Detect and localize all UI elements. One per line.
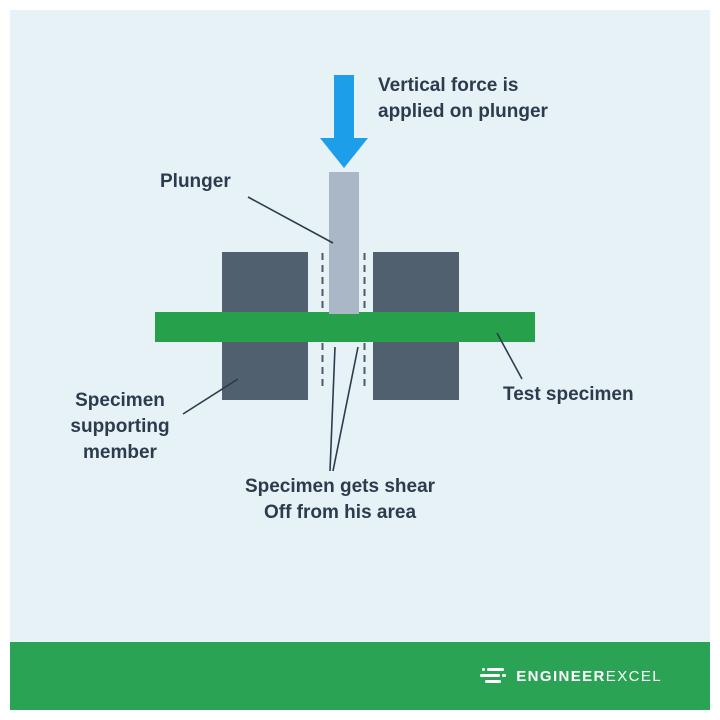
brand-wordmark-bold: ENGINEER: [516, 667, 606, 685]
engineerexcel-lines-logo-icon: [480, 668, 507, 683]
brand-logo: ENGINEEREXCEL: [480, 666, 662, 686]
down-arrow-icon: [334, 75, 354, 138]
test-specimen-bar: [155, 312, 535, 342]
plunger-bar: [329, 172, 359, 314]
support-member-label: Specimen supporting member: [70, 390, 170, 463]
shear-area-label: Specimen gets shear Off from his area: [244, 476, 436, 523]
brand-wordmark-light: EXCEL: [605, 667, 662, 685]
force-label: Vertical force is applied on plunger: [378, 75, 548, 122]
test-specimen-label: Test specimen: [503, 384, 634, 405]
plunger-label: Plunger: [160, 171, 231, 192]
footer-bar: ENGINEEREXCEL: [10, 642, 710, 710]
down-arrow-head-icon: [320, 138, 368, 168]
brand-wordmark: ENGINEEREXCEL: [516, 668, 662, 685]
diagram-background: [10, 10, 710, 710]
